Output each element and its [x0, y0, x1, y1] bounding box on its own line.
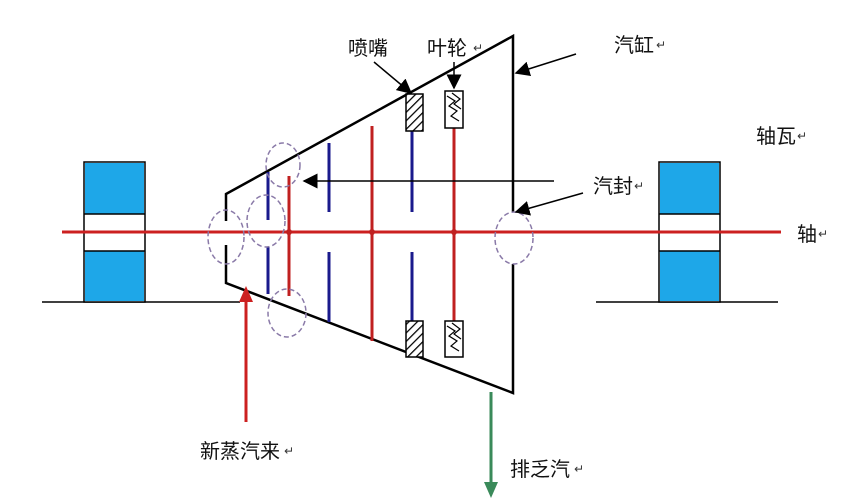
- seal-circle-4: [267, 288, 307, 338]
- steam-in-arrow: [239, 286, 253, 422]
- seal-circle-2: [246, 194, 286, 248]
- label-seal: 汽封: [593, 174, 633, 198]
- label-nozzle: 喷嘴: [348, 36, 388, 60]
- return-mark-steam-out: ↵: [574, 462, 584, 476]
- pointer-nozzle: [373, 61, 413, 94]
- pointer-cylinder: [514, 53, 577, 77]
- impeller-box-lower: [444, 320, 464, 358]
- impeller-box-upper: [444, 90, 464, 129]
- nozzle-box-upper: [405, 93, 424, 132]
- blades: [266, 126, 457, 341]
- steam-out-arrow: [484, 392, 498, 498]
- return-mark-shaft: ↵: [818, 227, 828, 241]
- seal-circle-3: [207, 209, 245, 265]
- seal-circle-1: [265, 142, 301, 188]
- return-mark-cylinder: ↵: [656, 38, 666, 52]
- label-steam-out: 排乏汽: [510, 457, 570, 481]
- label-impeller: 叶轮: [427, 36, 467, 60]
- label-steam-in: 新蒸汽来: [200, 439, 280, 463]
- seal-circles: [207, 142, 534, 338]
- return-mark-steam-in: ↵: [284, 444, 294, 458]
- label-shaft: 轴: [797, 222, 817, 246]
- label-cylinder: 汽缸: [614, 33, 654, 57]
- label-bearing: 轴瓦: [756, 124, 796, 148]
- seal-circle-5: [494, 211, 534, 265]
- return-mark-seal: ↵: [634, 179, 644, 193]
- nozzle-box-lower: [405, 320, 424, 358]
- return-mark-impeller: ↵: [473, 41, 483, 55]
- pointer-seal-right: [514, 192, 584, 216]
- return-mark-bearing: ↵: [797, 129, 807, 143]
